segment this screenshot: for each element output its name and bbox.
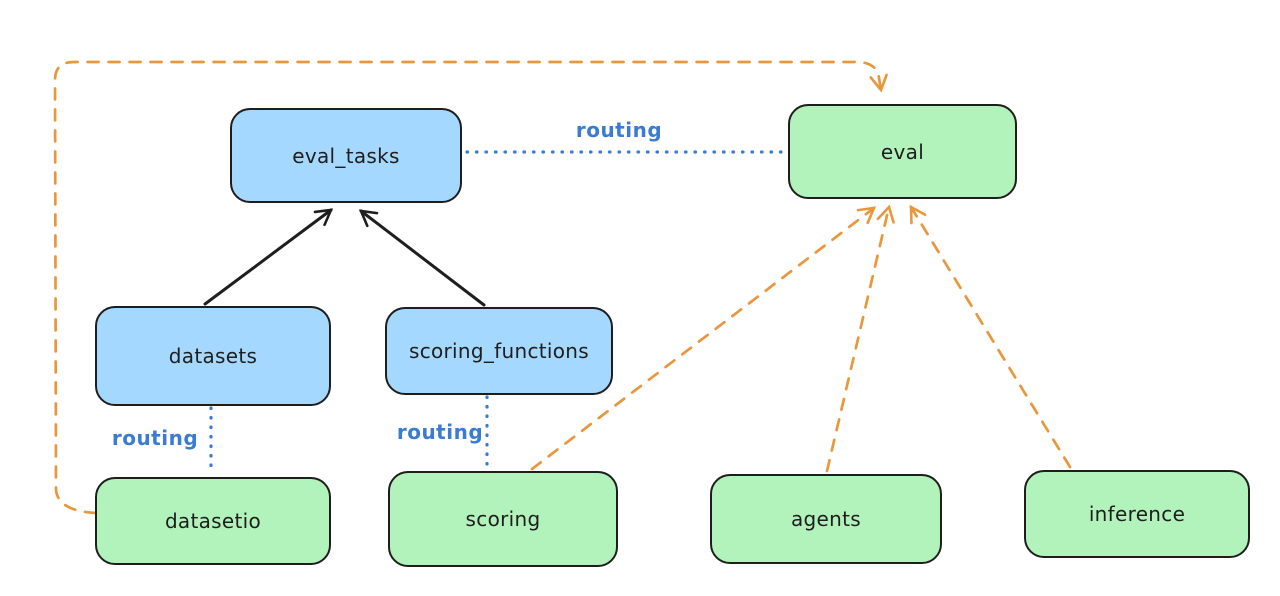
node-eval-tasks-label: eval_tasks (292, 143, 400, 168)
node-datasetio: datasetio (95, 477, 331, 565)
node-inference: inference (1024, 470, 1250, 558)
node-eval-label: eval (880, 139, 925, 164)
edge-scoring-to-eval (530, 206, 877, 471)
node-scoring-label: scoring (465, 507, 541, 531)
node-agents-label: agents (791, 507, 861, 531)
node-agents: agents (710, 474, 942, 564)
node-scoring-functions: scoring_functions (385, 307, 613, 395)
node-eval-tasks: eval_tasks (230, 108, 462, 203)
node-datasetio-label: datasetio (164, 509, 262, 533)
node-scoring: scoring (388, 471, 618, 567)
node-datasets: datasets (95, 306, 331, 406)
edge-scoring-functions-to-eval-tasks (358, 209, 486, 307)
routing-label: routing (111, 426, 199, 450)
edge-datasetio-to-eval (53, 60, 888, 515)
routing-label: routing (575, 118, 663, 142)
node-eval: eval (788, 104, 1017, 199)
node-datasets-label: datasets (168, 344, 258, 368)
routing-label: routing (396, 420, 484, 444)
edge-inference-to-eval (909, 204, 1072, 469)
edge-datasets-to-eval-tasks (203, 208, 334, 306)
node-scoring-functions-label: scoring_functions (408, 339, 590, 363)
edge-agents-to-eval (825, 204, 895, 473)
node-inference-label: inference (1088, 502, 1186, 526)
